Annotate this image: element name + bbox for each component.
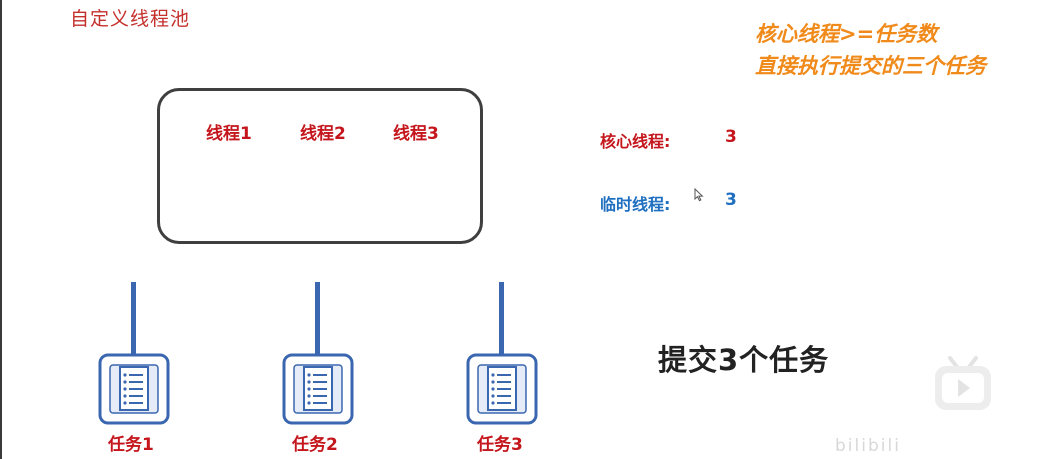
bilibili-tv-icon[interactable]	[932, 354, 994, 414]
core-threads-value: 3	[725, 127, 737, 147]
task-connector-2	[315, 282, 320, 354]
task-connector-1	[131, 282, 136, 354]
task-document-icon	[98, 353, 170, 425]
temp-threads-label: 临时线程:	[600, 195, 671, 214]
task-document-icon	[282, 353, 354, 425]
mouse-cursor-icon	[694, 188, 704, 202]
task-label-2: 任务2	[292, 435, 338, 455]
task-label-3: 任务3	[477, 435, 523, 455]
core-threads-label: 核心线程:	[600, 132, 671, 151]
temp-threads-value: 3	[725, 190, 737, 210]
thread-label-2: 线程2	[300, 124, 346, 144]
bilibili-watermark: bilibili	[835, 436, 901, 456]
note-line-1: 核心线程>=任务数	[755, 22, 938, 46]
task-label-1: 任务1	[108, 435, 154, 455]
thread-pool-box	[157, 88, 483, 244]
task-document-icon	[466, 353, 538, 425]
submit-tasks-caption: 提交3个任务	[658, 343, 830, 377]
task-connector-3	[499, 282, 504, 354]
thread-label-3: 线程3	[393, 124, 439, 144]
thread-label-1: 线程1	[206, 124, 252, 144]
note-line-2: 直接执行提交的三个任务	[755, 54, 986, 78]
left-edge-divider	[0, 0, 2, 459]
page-title: 自定义线程池	[70, 8, 191, 30]
